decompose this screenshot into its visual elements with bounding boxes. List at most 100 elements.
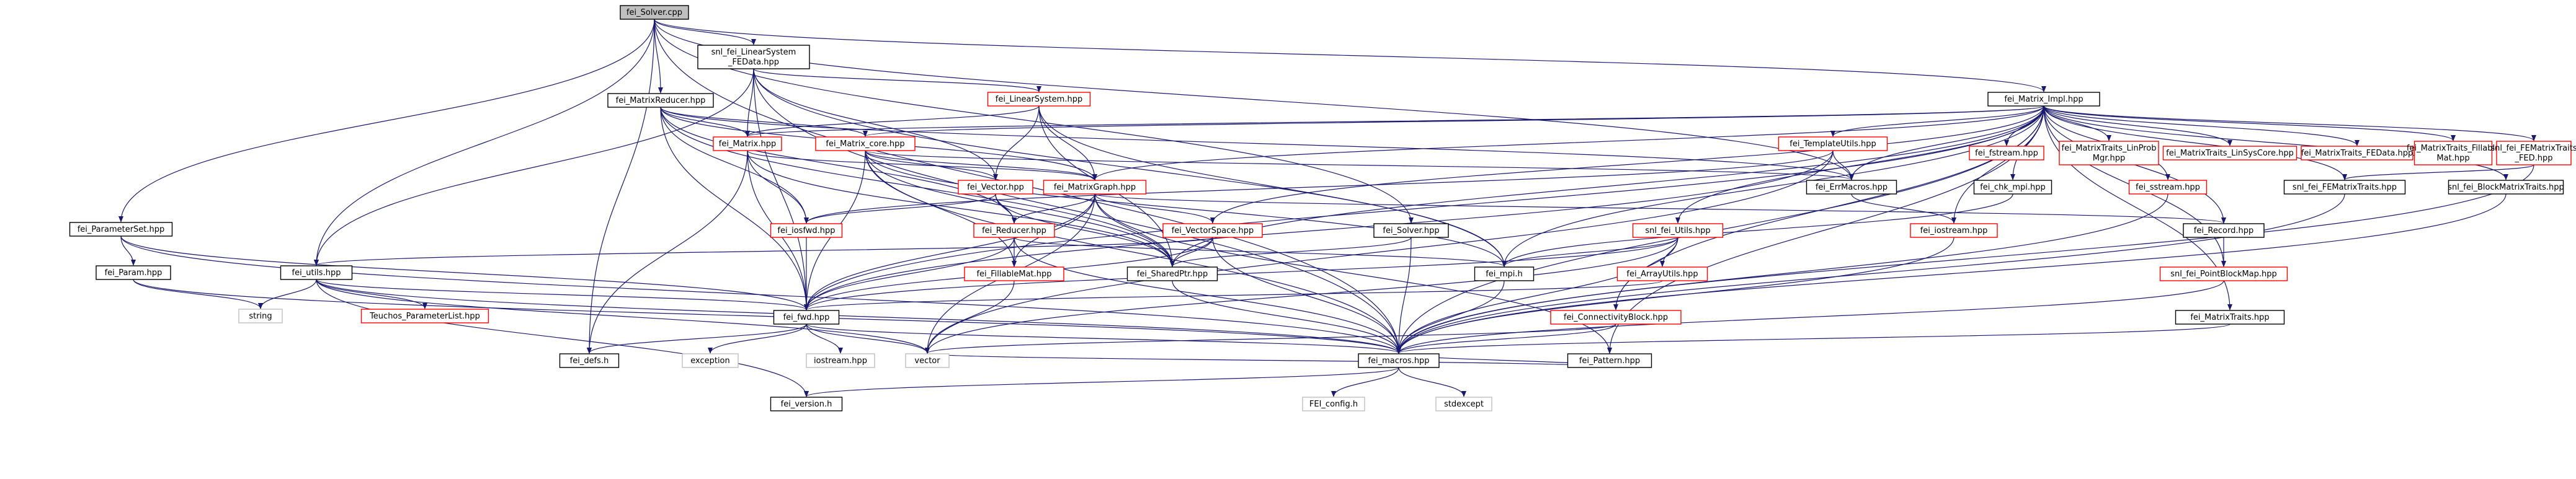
node-box	[987, 92, 1091, 107]
node-label: fei_utils.hpp	[292, 268, 341, 278]
node-box	[2183, 223, 2265, 238]
edge-matrix_impl-to-mt_fedata	[2043, 105, 2360, 146]
node-snl-fematrixtraits-fed[interactable]: snl_fei_FEMatrixTraits_FED.hpp	[2490, 141, 2576, 165]
edge-solver_cpp-to-parametersat	[118, 19, 655, 222]
node-templateutils[interactable]: fei_TemplateUtils.hpp	[1778, 136, 1888, 151]
node-fillablemat[interactable]: fei_FillableMat.hpp	[964, 266, 1064, 281]
node-arrayutils[interactable]: fei_ArrayUtils.hpp	[1616, 266, 1708, 281]
node-label: fei_ConnectivityBlock.hpp	[1564, 313, 1668, 322]
node-iosfwd[interactable]: fei_iosfwd.hpp	[770, 223, 843, 238]
node-matrix-core[interactable]: fei_Matrix_core.hpp	[815, 136, 916, 151]
node-reducer[interactable]: fei_Reducer.hpp	[973, 223, 1055, 238]
node-label: fei_MatrixTraits_LinSysCore.hpp	[2166, 149, 2294, 158]
node-pattern[interactable]: fei_Pattern.hpp	[1567, 353, 1652, 368]
node-matrixtraits[interactable]: fei_MatrixTraits.hpp	[2175, 310, 2285, 325]
node-box	[905, 353, 950, 368]
node-sstream[interactable]: fei_sstream.hpp	[2128, 180, 2208, 195]
edge-fwd-to-exception	[708, 323, 807, 354]
edge-macros-to-fei_config	[1331, 367, 1399, 397]
edge-chk_mpi-to-mpi	[1502, 193, 2013, 267]
node-label: fei_Reducer.hpp	[982, 226, 1046, 235]
edge-matrix_impl-to-snl_fematrixtraits	[2043, 105, 2347, 180]
node-snl-blockmatrixtraits[interactable]: snl_fei_BlockMatrixTraits.hpp	[2448, 180, 2564, 195]
edge-solver_cpp-to-errmacros	[654, 19, 1854, 180]
edge-matrixreducer-to-iosfwd	[660, 107, 809, 224]
node-snl-fematrixtraits[interactable]: snl_fei_FEMatrixTraits.hpp	[2283, 180, 2406, 195]
edge-utils-to-macros	[316, 279, 1401, 354]
node-box	[2162, 146, 2297, 160]
node-label: Teuchos_ParameterList.hpp	[369, 312, 480, 321]
node-matrixreducer[interactable]: fei_MatrixReducer.hpp	[607, 93, 714, 108]
node-box	[1778, 136, 1888, 151]
edge-matrix_impl-to-matrix	[745, 105, 2044, 137]
node-connectivityblock[interactable]: fei_ConnectivityBlock.hpp	[1550, 310, 1682, 325]
node-box	[815, 136, 916, 151]
node-solver-hpp[interactable]: fei_Solver.hpp	[1373, 223, 1449, 238]
node-fei-config: FEI_config.h	[1302, 397, 1365, 411]
edge-matrix_impl-to-templateutils	[1830, 105, 2044, 137]
node-vector[interactable]: fei_Vector.hpp	[958, 180, 1033, 195]
node-box	[806, 353, 875, 368]
node-errmacros[interactable]: fei_ErrMacros.hpp	[1806, 180, 1897, 195]
node-box	[1987, 92, 2100, 107]
node-vectorspace[interactable]: fei_VectorSpace.hpp	[1162, 223, 1263, 238]
node-box	[1616, 266, 1708, 281]
node-chk-mpi[interactable]: fei_chk_mpi.hpp	[1973, 180, 2052, 195]
node-box	[1435, 397, 1492, 411]
node-matrixgraph[interactable]: fei_MatrixGraph.hpp	[1043, 180, 1147, 195]
edge-connectivityblock-to-macros	[1396, 323, 1616, 354]
node-box	[607, 93, 714, 108]
node-teuchos-pl[interactable]: Teuchos_ParameterList.hpp	[360, 309, 489, 323]
edge-mpi-to-macros	[1396, 280, 1505, 354]
node-record[interactable]: fei_Record.hpp	[2183, 223, 2265, 238]
node-label: fei_Record.hpp	[2194, 226, 2253, 235]
node-label: fei_fwd.hpp	[783, 313, 830, 322]
node-label: fei_iosfwd.hpp	[777, 226, 835, 235]
edge-snl_linsys_fedata-to-vector	[753, 68, 998, 180]
node-box	[1126, 266, 1218, 281]
edge-solver_cpp-to-utils	[314, 19, 655, 266]
node-param[interactable]: fei_Param.hpp	[96, 265, 171, 280]
node-label: fei_VectorSpace.hpp	[1172, 226, 1254, 235]
edge-linearsystem-to-mpi	[1038, 105, 1507, 267]
edge-matrixreducer-to-matrix_core	[660, 107, 868, 137]
node-label: snl_fei_PointBlockMap.hpp	[2170, 270, 2277, 279]
node-box	[2301, 146, 2413, 160]
node-mt-fedata[interactable]: fei_MatrixTraits_FEData.hpp	[2301, 146, 2413, 160]
node-mpi[interactable]: fei_mpi.h	[1474, 266, 1535, 281]
node-linearsystem[interactable]: fei_LinearSystem.hpp	[987, 92, 1091, 107]
node-version[interactable]: fei_version.h	[770, 397, 843, 411]
node-label: fei_MatrixTraits.hpp	[2190, 313, 2269, 322]
node-parametersat[interactable]: fei_ParameterSet.hpp	[69, 222, 173, 237]
node-matrix-impl[interactable]: fei_Matrix_Impl.hpp	[1987, 92, 2100, 107]
edge-matrixgraph-to-reducer	[1012, 193, 1095, 224]
node-solver-cpp[interactable]: fei_Solver.cpp	[620, 5, 689, 20]
edge-errmacros-to-iostream_fei	[1851, 193, 1956, 224]
node-matrix[interactable]: fei_Matrix.hpp	[713, 136, 782, 151]
edge-fwd-to-iostream_std	[806, 323, 843, 354]
node-utils[interactable]: fei_utils.hpp	[280, 265, 353, 280]
edge-solver_cpp-to-snl_linsys_fedata	[654, 19, 756, 45]
node-box	[1162, 223, 1263, 238]
node-snl-utils[interactable]: snl_fei_Utils.hpp	[1632, 223, 1724, 238]
edge-matrix_core-to-mpi	[865, 150, 1507, 267]
node-macros[interactable]: fei_macros.hpp	[1358, 353, 1440, 368]
node-fstream[interactable]: fei_fstream.hpp	[1969, 146, 2044, 160]
node-box	[2128, 180, 2208, 195]
node-box	[1567, 353, 1652, 368]
node-defs[interactable]: fei_defs.h	[559, 353, 620, 368]
node-box	[2283, 180, 2406, 195]
node-pointblockmap[interactable]: snl_fei_PointBlockMap.hpp	[2159, 266, 2288, 281]
edge-linearsystem-to-vector	[993, 105, 1040, 180]
edge-snl_linsys_fedata-to-fwd	[753, 68, 809, 310]
node-label: fei_iostream.hpp	[1920, 226, 1988, 235]
node-sharedptr[interactable]: fei_SharedPtr.hpp	[1126, 266, 1218, 281]
node-snl-linsys-fedata[interactable]: snl_fei_LinearSystem_FEData.hpp	[697, 45, 810, 69]
node-fwd[interactable]: fei_fwd.hpp	[773, 310, 840, 325]
node-mt-linsyscore[interactable]: fei_MatrixTraits_LinSysCore.hpp	[2162, 146, 2297, 160]
node-iostream-fei[interactable]: fei_iostream.hpp	[1910, 223, 1998, 238]
node-label: FEI_config.h	[1309, 400, 1358, 409]
edge-utils-to-fwd	[316, 279, 809, 310]
